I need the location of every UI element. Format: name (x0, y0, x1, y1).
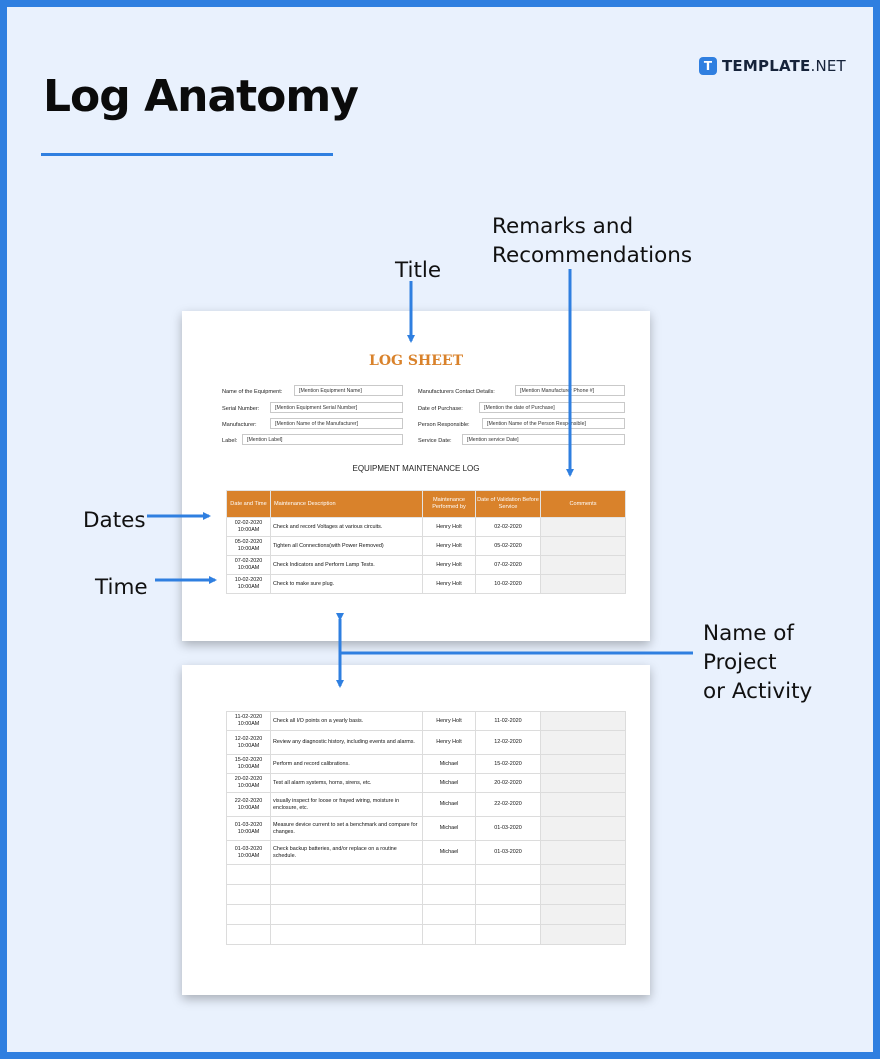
brand-logo: T TEMPLATE.NET (699, 57, 846, 75)
cell-date: 12-02-2020 (234, 735, 263, 742)
label-remarks-line2: Recommendations (492, 243, 693, 268)
cell-date: 07-02-2020 (234, 558, 263, 564)
table-row-empty (226, 864, 626, 885)
log-sheet-page-1: LOG SHEET Name of the Equipment: [Mentio… (182, 311, 650, 641)
cell-date: 01-03-2020 (234, 845, 263, 852)
cell-comments (540, 773, 626, 793)
field-label-equipment-name: Name of the Equipment: (222, 389, 283, 395)
field-label-serial-number: Serial Number: (222, 406, 260, 412)
cell-comments (540, 904, 626, 925)
callout-arrows (147, 269, 693, 688)
field-label-service-date: Service Date: (418, 438, 452, 444)
label-title: Title (395, 258, 442, 283)
cell-validation-date: 22-02-2020 (475, 792, 541, 817)
table-row-empty (226, 884, 626, 905)
field-label-date-of-purchase: Date of Purchase: (418, 406, 463, 412)
cell-date: 15-02-2020 (234, 757, 263, 763)
label-name-line1: Name of (703, 621, 794, 646)
cell-date: 11-02-2020 (234, 714, 263, 720)
header-date-time: Date and Time (226, 490, 271, 518)
cell-date: 02-02-2020 (234, 520, 263, 526)
label-name-line2: Project (703, 650, 777, 675)
cell-time: 10:00AM (237, 742, 260, 749)
cell-description: Check to make sure plug. (270, 574, 423, 594)
title-underline (41, 153, 333, 156)
cell-comments (540, 574, 626, 594)
field-value-label: [Mention Label] (242, 434, 403, 445)
cell-time: 10:00AM (237, 852, 260, 859)
label-time: Time (95, 575, 148, 600)
brand-name: TEMPLATE.NET (722, 57, 846, 75)
cell-time: 10:00AM (237, 584, 260, 590)
page-title: Log Anatomy (43, 71, 359, 122)
cell-comments (540, 711, 626, 731)
cell-time: 10:00AM (237, 804, 260, 811)
cell-comments (540, 754, 626, 774)
maintenance-log-table: Date and Time Maintenance Description Ma… (226, 490, 626, 594)
cell-date: 20-02-2020 (234, 776, 263, 782)
field-label-manufacturer-contact: Manufacturers Contact Details: (418, 389, 495, 395)
log-sheet-title: LOG SHEET (369, 353, 463, 369)
field-value-equipment-name: [Mention Equipment Name] (294, 385, 403, 396)
cell-comments (540, 840, 626, 865)
field-value-person-responsible: [Mention Name of the Person Responsible] (482, 418, 625, 429)
template-logo-icon: T (699, 57, 717, 75)
field-value-date-of-purchase: [Mention the date of Purchase] (479, 402, 625, 413)
label-name-line3: or Activity (703, 679, 813, 704)
header-description: Maintenance Description (270, 490, 423, 518)
cell-time: 10:00AM (237, 721, 260, 727)
cell-date: 05-02-2020 (234, 539, 263, 545)
field-value-serial-number: [Mention Equipment Serial Number] (270, 402, 403, 413)
cell-comments (540, 816, 626, 841)
maintenance-log-title: EQUIPMENT MAINTENANCE LOG (352, 464, 480, 473)
cell-time: 10:00AM (237, 546, 260, 552)
header-performed-by: Maintenance Performed by (422, 490, 476, 518)
cell-time: 10:00AM (237, 764, 260, 770)
field-label-person-responsible: Person Responsible: (418, 422, 470, 428)
field-label-label: Label: (222, 438, 238, 444)
field-value-service-date: [Mention service Date] (462, 434, 625, 445)
cell-comments (540, 924, 626, 945)
cell-comments (540, 864, 626, 885)
cell-date: 10-02-2020 (234, 577, 263, 583)
cell-comments (540, 555, 626, 575)
cell-performed-by: Michael (422, 840, 476, 865)
cell-description: Check backup batteries, and/or replace o… (270, 840, 423, 865)
cell-comments (540, 730, 626, 755)
cell-description: Measure device current to set a benchmar… (270, 816, 423, 841)
cell-time: 10:00AM (237, 783, 260, 789)
label-remarks-line1: Remarks and (492, 214, 634, 239)
field-label-manufacturer: Manufacturer: (222, 422, 257, 428)
cell-date: 22-02-2020 (234, 797, 263, 804)
brand-name-bold: TEMPLATE (722, 57, 811, 75)
cell-time: 10:00AM (237, 527, 260, 533)
field-value-manufacturer: [Mention Name of the Manufacturer] (270, 418, 403, 429)
cell-comments (540, 536, 626, 556)
table-header-row: Date and Time Maintenance Description Ma… (226, 490, 626, 518)
cell-date: 01-03-2020 (234, 821, 263, 828)
cell-description: Review any diagnostic history, including… (270, 730, 423, 755)
cell-time: 10:00AM (237, 565, 260, 571)
label-dates: Dates (83, 508, 146, 533)
table-row-empty (226, 924, 626, 945)
cell-time: 10:00AM (237, 828, 260, 835)
header-validation-date: Date of Validation Before Service (475, 490, 541, 518)
table-row-empty (226, 904, 626, 925)
brand-name-suffix: .NET (810, 57, 846, 75)
